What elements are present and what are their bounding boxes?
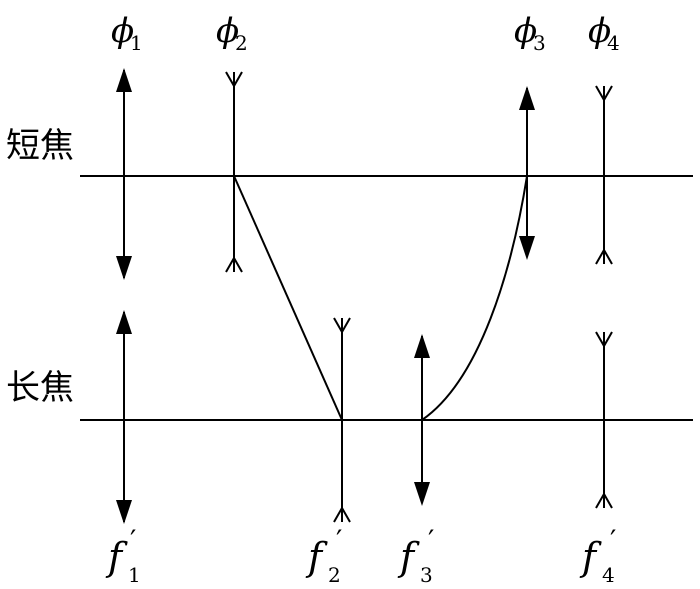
label-phi-2: ϕ 2 (216, 11, 248, 55)
lens-2-trajectory (233, 175, 343, 421)
label-f-4: f ′ 4 (579, 524, 616, 587)
svg-text:f: f (579, 535, 602, 579)
svg-text:3: 3 (533, 31, 546, 55)
long-focus-label: 长焦 (6, 368, 74, 408)
svg-text:ϕ: ϕ (514, 11, 537, 51)
svg-text:′: ′ (428, 524, 434, 557)
label-f-3: f ′ 3 (397, 524, 434, 587)
svg-text:4: 4 (602, 563, 615, 587)
svg-text:2: 2 (328, 563, 341, 587)
lens-3-trajectory (421, 175, 528, 421)
lens-1-short (116, 68, 132, 280)
label-f-1: f ′ 1 (105, 524, 141, 587)
svg-text:′: ′ (610, 524, 616, 557)
lens-1-long (116, 310, 132, 524)
label-phi-4: ϕ 4 (588, 11, 620, 55)
label-phi-1: ϕ 1 (111, 11, 143, 55)
svg-text:2: 2 (235, 31, 248, 55)
label-phi-3: ϕ 3 (514, 11, 546, 55)
svg-text:ϕ: ϕ (588, 11, 611, 51)
svg-text:ϕ: ϕ (111, 11, 134, 51)
svg-text:ϕ: ϕ (216, 11, 239, 51)
svg-text:f: f (397, 535, 420, 579)
short-focus-label: 短焦 (6, 126, 74, 166)
svg-text:4: 4 (607, 31, 620, 55)
svg-text:3: 3 (420, 563, 433, 587)
lens-3-short (519, 86, 535, 260)
lens-4-short (595, 85, 613, 265)
label-f-2: f ′ 2 (305, 524, 342, 587)
lens-2-short (225, 71, 243, 273)
lens-4-long (595, 331, 613, 509)
svg-text:f: f (305, 535, 328, 579)
svg-text:f: f (105, 535, 128, 579)
svg-text:′: ′ (336, 524, 342, 557)
svg-text:′: ′ (130, 524, 136, 557)
svg-text:1: 1 (128, 563, 141, 587)
svg-text:1: 1 (130, 31, 143, 55)
